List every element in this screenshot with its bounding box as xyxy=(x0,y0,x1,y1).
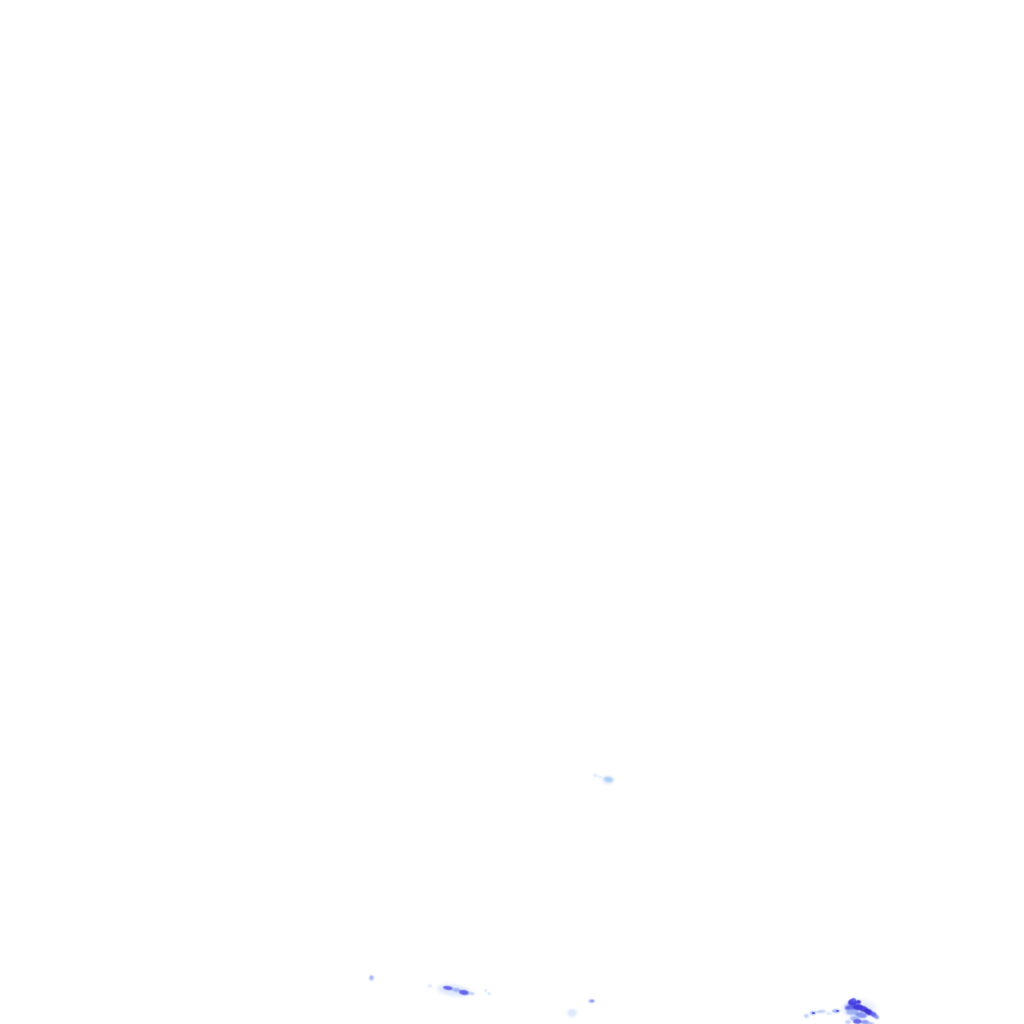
precip-pixel xyxy=(848,999,857,1006)
precip-pixel xyxy=(853,1004,863,1010)
precip-pixel xyxy=(810,1011,816,1015)
precip-pixel xyxy=(592,773,599,778)
precip-pixel xyxy=(873,1014,880,1020)
precip-pixel xyxy=(853,1019,862,1024)
precip-pixel xyxy=(442,985,454,991)
precip-pixel xyxy=(863,1007,874,1017)
precip-pixel xyxy=(567,1009,577,1017)
precip-pixel xyxy=(369,975,374,981)
precip-pixel xyxy=(812,1012,815,1014)
precip-pixel xyxy=(467,991,476,996)
precip-pixel xyxy=(804,1014,809,1018)
precip-pixel xyxy=(850,1016,859,1021)
precip-pixel xyxy=(428,984,432,988)
precip-pixel xyxy=(836,1010,839,1012)
precip-pixel xyxy=(826,1012,832,1015)
precip-pixel xyxy=(603,776,614,783)
precip-pixel xyxy=(458,989,470,996)
precip-pixel xyxy=(845,1003,859,1011)
precip-pixel xyxy=(815,1009,827,1014)
precip-pixel xyxy=(487,992,491,995)
precip-pixel xyxy=(854,1011,868,1019)
precip-pixel xyxy=(590,1000,594,1002)
precip-pixel xyxy=(484,989,487,992)
precip-pixel xyxy=(842,1000,876,1018)
precip-pixel xyxy=(832,1009,840,1013)
precip-pixel xyxy=(597,775,603,779)
precip-pixel xyxy=(845,1020,851,1024)
precip-pixel xyxy=(861,1020,869,1024)
precip-pixel xyxy=(588,999,595,1003)
precip-pixel xyxy=(436,982,472,999)
precip-pixel xyxy=(846,1009,858,1015)
precip-pixel xyxy=(858,1004,869,1014)
precip-pixel xyxy=(451,987,462,993)
precip-pixel xyxy=(845,1005,861,1011)
precip-pixel xyxy=(856,1000,861,1004)
precip-pixel xyxy=(851,998,856,1002)
precip-pixel xyxy=(601,775,615,785)
precip-pixel xyxy=(370,976,373,979)
precip-pixel xyxy=(869,1010,878,1019)
